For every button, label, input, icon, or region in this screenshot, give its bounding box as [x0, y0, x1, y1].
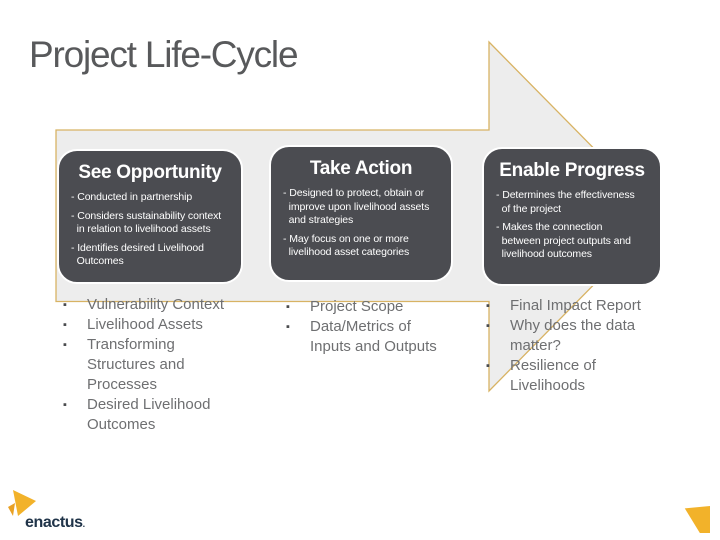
bullet-square-icon: ▪	[486, 360, 490, 372]
list-item: ▪ Livelihood Assets	[63, 315, 258, 335]
stage-bullet: - May focus on one or more livelihood as…	[283, 232, 410, 259]
list-item-text: Final Impact Report	[510, 297, 641, 314]
enactus-wordmark: enactus.	[25, 514, 85, 532]
list-item-text: Livelihood Assets	[87, 316, 203, 333]
stage-card-take-action: Take Action - Designed to protect, obtai…	[269, 145, 453, 282]
enactus-logo-mark-icon	[8, 490, 36, 516]
wordmark-text: enactus	[25, 514, 83, 531]
stage-bullet: - Conducted in partnership	[71, 191, 193, 203]
bullet-square-icon: ▪	[286, 301, 290, 313]
list-item: ▪ Final Impact Report	[486, 296, 676, 316]
stage-body: - Determines the effectiveness of the pr…	[484, 182, 660, 262]
list-item-text: Transforming Structures and Processes	[87, 336, 185, 393]
stage-bullet: - Considers sustainability context in re…	[71, 209, 222, 236]
detail-list-see-opportunity: ▪ Vulnerability Context ▪ Livelihood Ass…	[63, 295, 258, 435]
bullet-square-icon: ▪	[486, 320, 490, 332]
list-item-text: Why does the data matter?	[510, 317, 636, 354]
detail-list-enable-progress: ▪ Final Impact Report ▪ Why does the dat…	[486, 296, 676, 396]
stage-heading: See Opportunity	[78, 162, 222, 183]
list-item-text: Desired Livelihood Outcomes	[87, 396, 211, 433]
list-item: ▪ Vulnerability Context	[63, 295, 258, 315]
bullet-square-icon: ▪	[63, 339, 67, 351]
stage-card-enable-progress: Enable Progress - Determines the effecti…	[482, 147, 662, 286]
bullet-square-icon: ▪	[63, 319, 67, 331]
bullet-square-icon: ▪	[63, 299, 67, 311]
list-item: ▪ Data/Metrics of Inputs and Outputs	[286, 317, 471, 357]
page-title: Project Life-Cycle	[29, 34, 299, 75]
list-item: ▪ Project Scope	[286, 297, 471, 317]
list-item-text: Resilience of Livelihoods	[510, 357, 596, 394]
enactus-logo: enactus.	[8, 488, 128, 538]
list-item-text: Project Scope	[310, 298, 404, 315]
stage-heading: Take Action	[309, 158, 413, 179]
bullet-square-icon: ▪	[286, 321, 290, 333]
stage-bullet: - Determines the effectiveness of the pr…	[496, 189, 635, 215]
stage-bullet: - Identifies desired Livelihood Outcomes	[71, 241, 204, 268]
stage-card-see-opportunity: See Opportunity - Conducted in partnersh…	[57, 149, 243, 284]
stage-bullet: - Designed to protect, obtain or improve…	[283, 187, 430, 226]
stage-body: - Conducted in partnership - Considers s…	[59, 184, 241, 269]
bullet-square-icon: ▪	[63, 399, 67, 411]
list-item-text: Vulnerability Context	[87, 296, 225, 313]
list-item-text: Data/Metrics of Inputs and Outputs	[310, 318, 437, 355]
wordmark-dot: .	[82, 519, 86, 529]
list-item: ▪ Transforming Structures and Processes	[63, 335, 258, 395]
list-item: ▪ Desired Livelihood Outcomes	[63, 395, 258, 435]
bullet-square-icon: ▪	[486, 300, 490, 312]
detail-list-take-action: ▪ Project Scope ▪ Data/Metrics of Inputs…	[286, 297, 471, 357]
stage-body: - Designed to protect, obtain or improve…	[271, 180, 451, 260]
stage-bullet: - Makes the connection between project o…	[496, 221, 631, 260]
stage-heading: Enable Progress	[499, 160, 645, 181]
list-item: ▪ Resilience of Livelihoods	[486, 356, 676, 396]
list-item: ▪ Why does the data matter?	[486, 316, 676, 356]
